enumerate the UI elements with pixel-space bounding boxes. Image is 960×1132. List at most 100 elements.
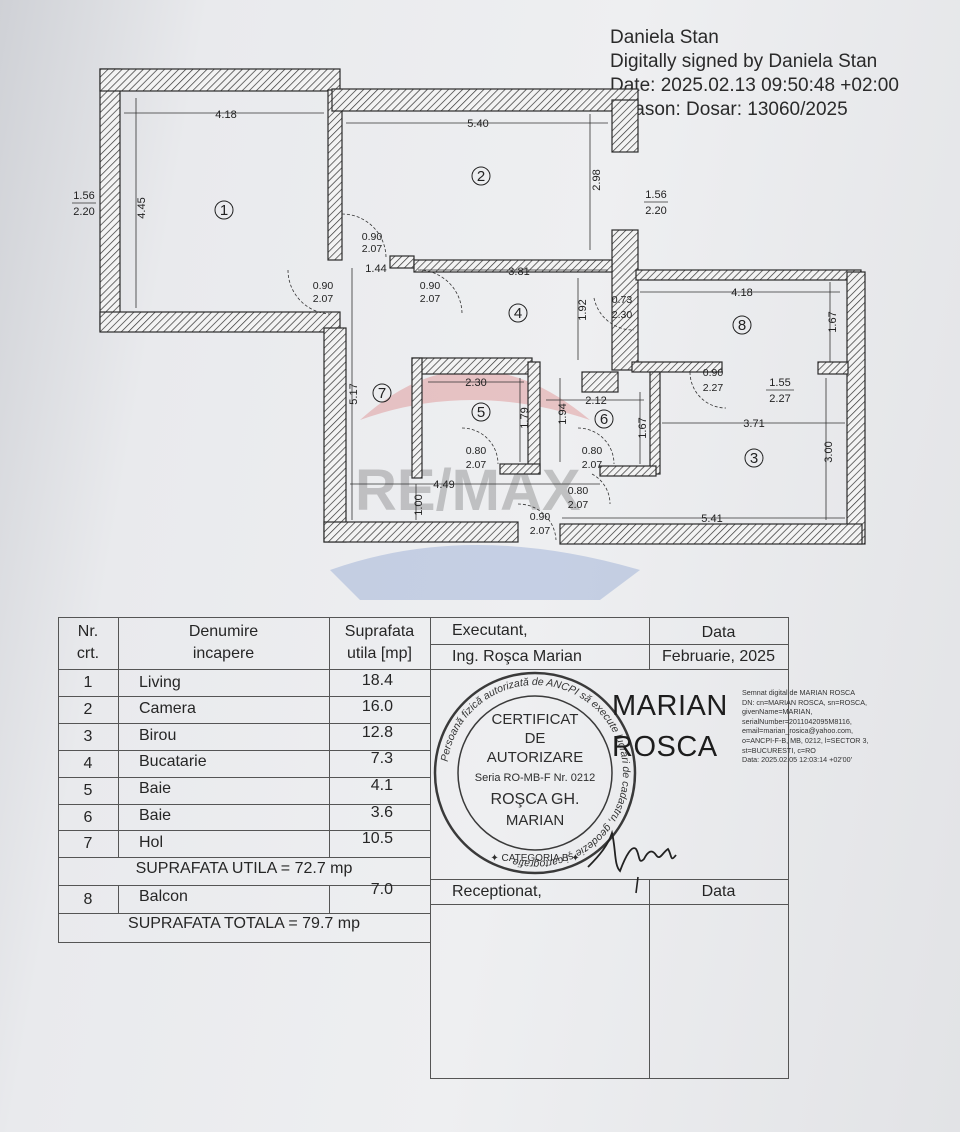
dim-r8-height: 1.67 <box>827 311 839 332</box>
dim-r8-width: 4.18 <box>731 287 752 299</box>
signature-meta-line: DN: cn=MARIAN ROSCA, sn=ROSCA, <box>742 697 868 707</box>
handwritten-signature <box>587 829 677 894</box>
room-5-marker <box>471 402 491 422</box>
door-r4-bottom: 2.07 <box>420 293 441 305</box>
room-8-marker <box>732 315 752 335</box>
stamp-line6: MARIAN <box>506 812 564 829</box>
door-r1-top: 0.90 <box>313 280 334 292</box>
dim-r6-height: 1.67 <box>637 417 649 438</box>
signature-meta-line: serialNumber=2011042095M8116, <box>742 716 852 726</box>
dim-r6-height-b: 1.94 <box>557 403 569 424</box>
room-4-label: 4 <box>514 305 522 322</box>
dim-r2-width: 5.40 <box>467 118 488 130</box>
row-nr: 5 <box>83 782 93 799</box>
dim-r5-width: 2.30 <box>465 377 486 389</box>
signature-reason: Reason: Dosar: 13060/2025 <box>610 99 848 120</box>
room-3-label: 3 <box>750 450 758 467</box>
door-r2-bottom: 2.07 <box>362 243 383 255</box>
signed-by: Digitally signed by Daniela Stan <box>610 51 878 72</box>
dim-win-right-bottom: 2.20 <box>645 205 666 217</box>
header-data: Data <box>701 624 736 641</box>
room-8-label: 8 <box>738 317 746 334</box>
dim-win-left-top: 1.56 <box>73 190 94 202</box>
signature-date: Date: 2025.02.13 09:50:48 +02:00 <box>610 75 899 96</box>
dim-r3-height: 3.00 <box>823 441 835 462</box>
door-entry-top: 0.90 <box>530 511 551 523</box>
dim-balcony-door-bottom: 2.27 <box>769 393 790 405</box>
door-r1-bottom: 2.07 <box>313 293 334 305</box>
row-name: Hol <box>139 834 164 851</box>
dim-hall-top: 1.44 <box>365 263 386 275</box>
executant-date: Februarie, 2025 <box>662 648 775 665</box>
signature-meta-line: o=ANCPI-F-B, MB, 0212, l=SECTOR 3, <box>742 735 869 745</box>
door-r5-bottom: 2.07 <box>466 459 487 471</box>
dim-win-right-top: 1.56 <box>645 189 666 201</box>
row-nr: 1 <box>83 674 93 691</box>
authorization-stamp: Persoană fizică autorizată de ANCPI să e… <box>433 671 637 875</box>
balcony-nr: 8 <box>83 891 93 908</box>
signature-meta-line: Data: 2025.02.05 12:03:14 +02'00' <box>742 755 853 765</box>
header-incapere: incapere <box>192 645 255 662</box>
dim-bottom-left: 4.49 <box>433 479 454 491</box>
rooms-table: Nr. crt. Denumire incapere Suprafata uti… <box>58 617 789 1079</box>
door-r6-top: 0.80 <box>582 445 603 457</box>
stamp-line1: CERTIFICAT <box>492 711 579 728</box>
row-name: Baie <box>139 780 172 797</box>
row-name: Baie <box>139 807 172 824</box>
signature-last-name: ROSCA <box>612 731 718 763</box>
row-nr: 3 <box>83 728 93 745</box>
signature-meta-line: givenName=MARIAN, <box>742 707 813 717</box>
row-area: 10.5 <box>361 830 393 847</box>
dim-bottom-right: 5.41 <box>701 513 722 525</box>
signature-first-name: MARIAN <box>612 690 728 722</box>
dim-r5-height: 1.79 <box>519 407 531 428</box>
dim-r1-height: 4.45 <box>136 197 148 218</box>
row-area: 4.1 <box>370 777 393 794</box>
stamp-line5: ROŞCA GH. <box>491 791 580 808</box>
room-4-marker <box>508 303 528 323</box>
header-suprafata: Suprafata <box>344 623 415 640</box>
dim-hall-small: 1.00 <box>413 494 425 515</box>
signature-meta-line: email=marian_rosica@yahoo.com, <box>742 726 853 736</box>
balcony-area: 7.0 <box>370 881 393 898</box>
room-6-marker <box>594 409 614 429</box>
door-r8-top: 0.73 <box>612 294 633 306</box>
dim-r2-height: 2.98 <box>591 169 603 190</box>
door-entry-bottom: 2.07 <box>530 525 551 537</box>
door-r2-top: 0.90 <box>362 231 383 243</box>
floor-plan: RE/MAX <box>72 68 866 600</box>
row-name: Birou <box>139 727 177 744</box>
row-area: 18.4 <box>361 672 393 689</box>
receptionat-date-label: Data <box>701 883 736 900</box>
row-nr: 2 <box>83 701 93 718</box>
row-area: 16.0 <box>361 698 393 715</box>
balcony-name: Balcon <box>139 888 188 905</box>
room-5-label: 5 <box>477 404 485 421</box>
dim-hall-height: 5.17 <box>348 383 360 404</box>
row-name: Living <box>139 674 181 691</box>
door-in-bottom: 2.07 <box>568 499 589 511</box>
row-nr: 7 <box>83 835 93 852</box>
executant-name: Ing. Roşca Marian <box>452 648 582 665</box>
dim-r6-width: 2.12 <box>585 395 606 407</box>
dim-r3-width: 3.71 <box>743 418 764 430</box>
door-r3-top: 0.90 <box>703 367 724 379</box>
signature-meta-line: Semnat digital de MARIAN ROSCA <box>742 688 856 697</box>
signature-meta-line: st=BUCURESTI, c=RO <box>742 745 816 755</box>
row-name: Camera <box>139 700 196 717</box>
header-denumire: Denumire <box>188 623 259 640</box>
digital-signature-block: Daniela Stan Digitally signed by Daniela… <box>610 26 899 122</box>
dim-r4-width: 3.81 <box>508 266 529 278</box>
stamp-line3: AUTORIZARE <box>487 749 583 766</box>
dim-win-left-bottom: 2.20 <box>73 206 94 218</box>
room-2-marker <box>471 166 491 186</box>
dim-balcony-door-top: 1.55 <box>769 377 790 389</box>
row-area: 12.8 <box>361 724 393 741</box>
room-7-label: 7 <box>378 385 386 402</box>
room-1-marker <box>214 200 234 220</box>
door-r8-bottom: 2.30 <box>612 309 633 321</box>
room-1-label: 1 <box>220 202 228 219</box>
header-nr: Nr. <box>77 623 99 640</box>
room-2-label: 2 <box>477 168 485 185</box>
door-r6-bottom: 2.07 <box>582 459 603 471</box>
